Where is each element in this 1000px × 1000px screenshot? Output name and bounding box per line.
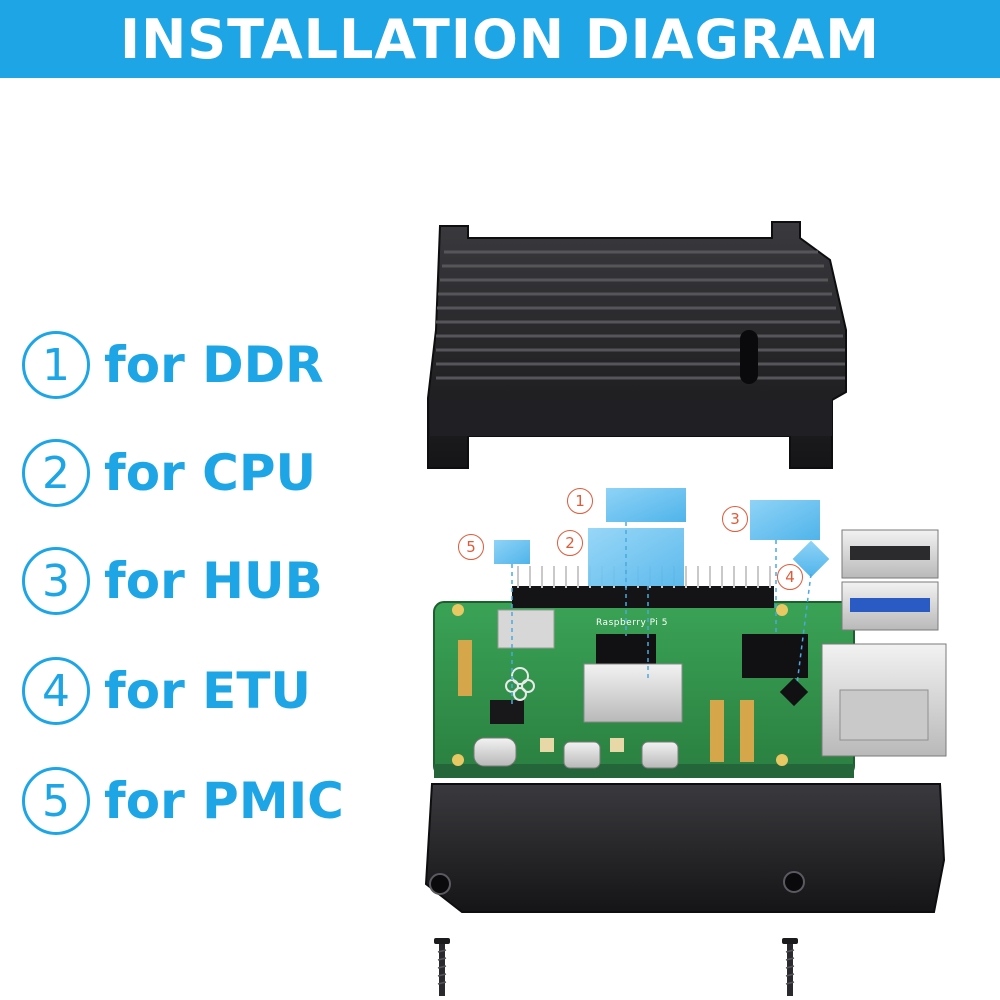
ribbon-connector — [740, 700, 754, 762]
callout-number-etu: 4 — [777, 564, 803, 590]
thermal-pad-ddr — [606, 488, 686, 522]
legend-item-ddr: 1 for DDR — [22, 330, 324, 400]
ddr-chip — [596, 634, 656, 668]
legend-number-circle: 1 — [22, 331, 90, 399]
micro-hdmi-port — [563, 741, 601, 769]
legend-number-circle: 3 — [22, 547, 90, 615]
legend-label: for ETU — [104, 662, 312, 720]
heatsink-side-wall — [430, 398, 832, 436]
legend-item-hub: 3 for HUB — [22, 546, 323, 616]
legend-label: for DDR — [104, 336, 324, 394]
callout-number-pmic: 5 — [458, 534, 484, 560]
ribbon-connector — [710, 700, 724, 762]
header-banner: INSTALLATION DIAGRAM — [0, 0, 1000, 78]
board-brand-label: Raspberry Pi 5 — [596, 618, 668, 628]
thermal-pads — [494, 488, 830, 586]
button — [540, 738, 554, 752]
usb-c-port — [473, 737, 517, 767]
callout-number-ddr: 1 — [567, 488, 593, 514]
leader-lines — [511, 522, 812, 704]
heatsink-case-top — [427, 221, 847, 469]
page-title: INSTALLATION DIAGRAM — [120, 7, 880, 71]
cpu-chip — [583, 663, 683, 723]
legend-item-pmic: 5 for PMIC — [22, 766, 344, 836]
legend-number-circle: 4 — [22, 657, 90, 725]
fan-slot — [740, 330, 758, 384]
screw-right — [782, 938, 798, 996]
callout-number-hub: 3 — [722, 506, 748, 532]
legend-label: for CPU — [104, 444, 317, 502]
hub-chip — [742, 634, 808, 678]
thermal-pad-pmic — [494, 540, 530, 564]
thermal-pad-cpu — [588, 528, 684, 586]
pmic-chip — [497, 609, 555, 649]
legend-number-circle: 2 — [22, 439, 90, 507]
legend-label: for PMIC — [104, 772, 344, 830]
connector — [610, 738, 624, 752]
screw-left — [434, 938, 450, 996]
screw-hole — [783, 871, 805, 893]
heatsink-fins — [436, 250, 845, 380]
thermal-pad-etu — [792, 540, 830, 578]
micro-hdmi-port — [641, 741, 679, 769]
small-chip — [490, 700, 524, 724]
raspberry-pi-board — [433, 529, 947, 778]
usb-ports — [841, 529, 939, 631]
case-bottom-plate — [424, 783, 946, 913]
ethernet-port — [821, 643, 947, 757]
screw-hole — [429, 873, 451, 895]
legend-item-cpu: 2 for CPU — [22, 438, 316, 508]
legend-number-circle: 5 — [22, 767, 90, 835]
callout-number-cpu: 2 — [557, 530, 583, 556]
ribbon-connector — [458, 640, 472, 696]
legend-label: for HUB — [104, 552, 323, 610]
thermal-pad-hub — [750, 500, 820, 540]
etu-chip — [779, 677, 809, 707]
legend-item-etu: 4 for ETU — [22, 656, 311, 726]
